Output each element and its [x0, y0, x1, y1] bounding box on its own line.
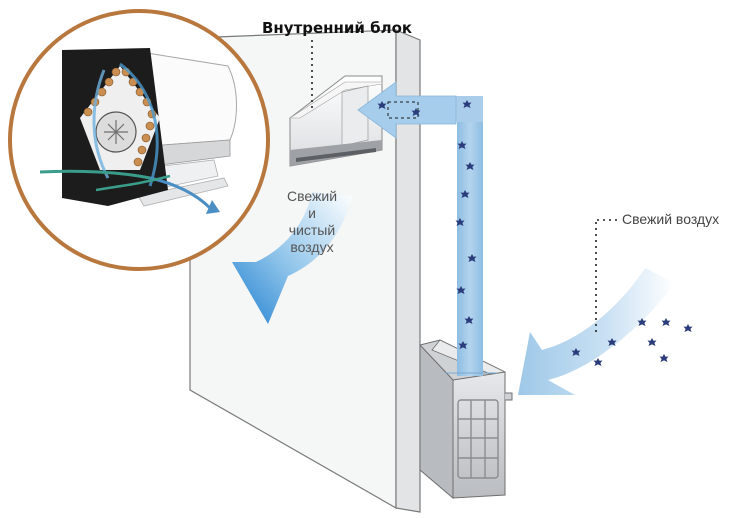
fresh-clean-air-line-2: и	[308, 205, 316, 221]
intake-arrow	[357, 81, 457, 139]
indoor-unit-label: Внутренний блок	[262, 19, 413, 37]
fresh-clean-air-line-3: чистый	[288, 222, 336, 238]
fresh-air-stream-arrow	[232, 192, 352, 324]
indoor-unit	[288, 75, 383, 167]
fresh-air-outside-label: Свежий воздух	[622, 211, 720, 227]
air-particles	[377, 100, 693, 366]
fresh-clean-air-label: Свежий и чистый воздух	[280, 188, 344, 256]
magnified-cutaway	[8, 9, 270, 271]
leader-lines	[311, 40, 617, 332]
outdoor-unit	[419, 339, 513, 500]
fresh-clean-air-line-1: Свежий	[286, 188, 338, 204]
fan-grille	[457, 399, 499, 479]
fresh-clean-air-line-4: воздух	[290, 239, 334, 255]
